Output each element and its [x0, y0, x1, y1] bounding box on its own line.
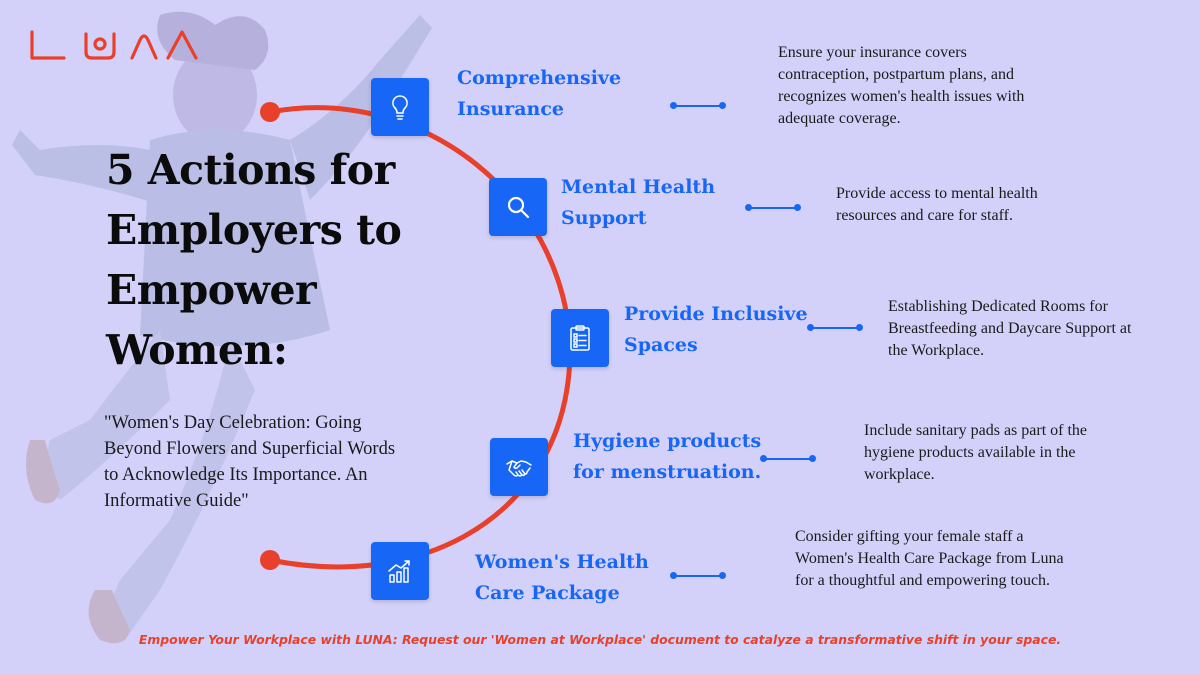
step-2-connector [745, 202, 801, 214]
arc-start-dot [260, 102, 280, 122]
footer-cta-text: Empower Your Workplace with LUNA: Reques… [138, 632, 1062, 647]
step-2-title: Mental Health Support [561, 176, 716, 229]
step-4-description: Include sanitary pads as part of the hyg… [864, 422, 1088, 483]
background-photo-woman-jumping [12, 11, 432, 644]
step-1-connector [670, 100, 726, 112]
step-5-connector [670, 570, 726, 582]
step-1-description: Ensure your insurance covers contracepti… [778, 44, 1025, 127]
step-4-connector [760, 453, 816, 465]
lightbulb-icon [392, 95, 408, 120]
step-3-description: Establishing Dedicated Rooms for Breastf… [888, 298, 1132, 359]
step-3-icon-box [551, 309, 609, 367]
headline: 5 Actions for Employers to Empower Women… [106, 146, 402, 374]
step-5-title: Women's Health Care Package [475, 551, 649, 604]
step-3-connector [807, 322, 863, 334]
step-2-icon-box [489, 178, 547, 236]
step-4-icon-box [490, 438, 548, 496]
arc-end-dot [260, 550, 280, 570]
handshake-icon [506, 460, 532, 477]
luna-logo [30, 30, 198, 60]
growth-chart-icon [388, 560, 410, 583]
step-5-icon-box [371, 542, 429, 600]
step-2-description: Provide access to mental health resource… [836, 185, 1038, 224]
step-3-title: Provide Inclusive Spaces [624, 303, 808, 356]
subtitle: "Women's Day Celebration: Going Beyond F… [104, 413, 396, 511]
magnifier-icon [507, 196, 530, 219]
step-1-title: Comprehensive Insurance [457, 67, 622, 120]
step-5-description: Consider gifting your female staff a Wom… [795, 528, 1064, 589]
step-1-icon-box [371, 78, 429, 136]
step-4-title: Hygiene products for menstruation. [573, 430, 762, 483]
clipboard-checklist-icon [570, 325, 590, 351]
